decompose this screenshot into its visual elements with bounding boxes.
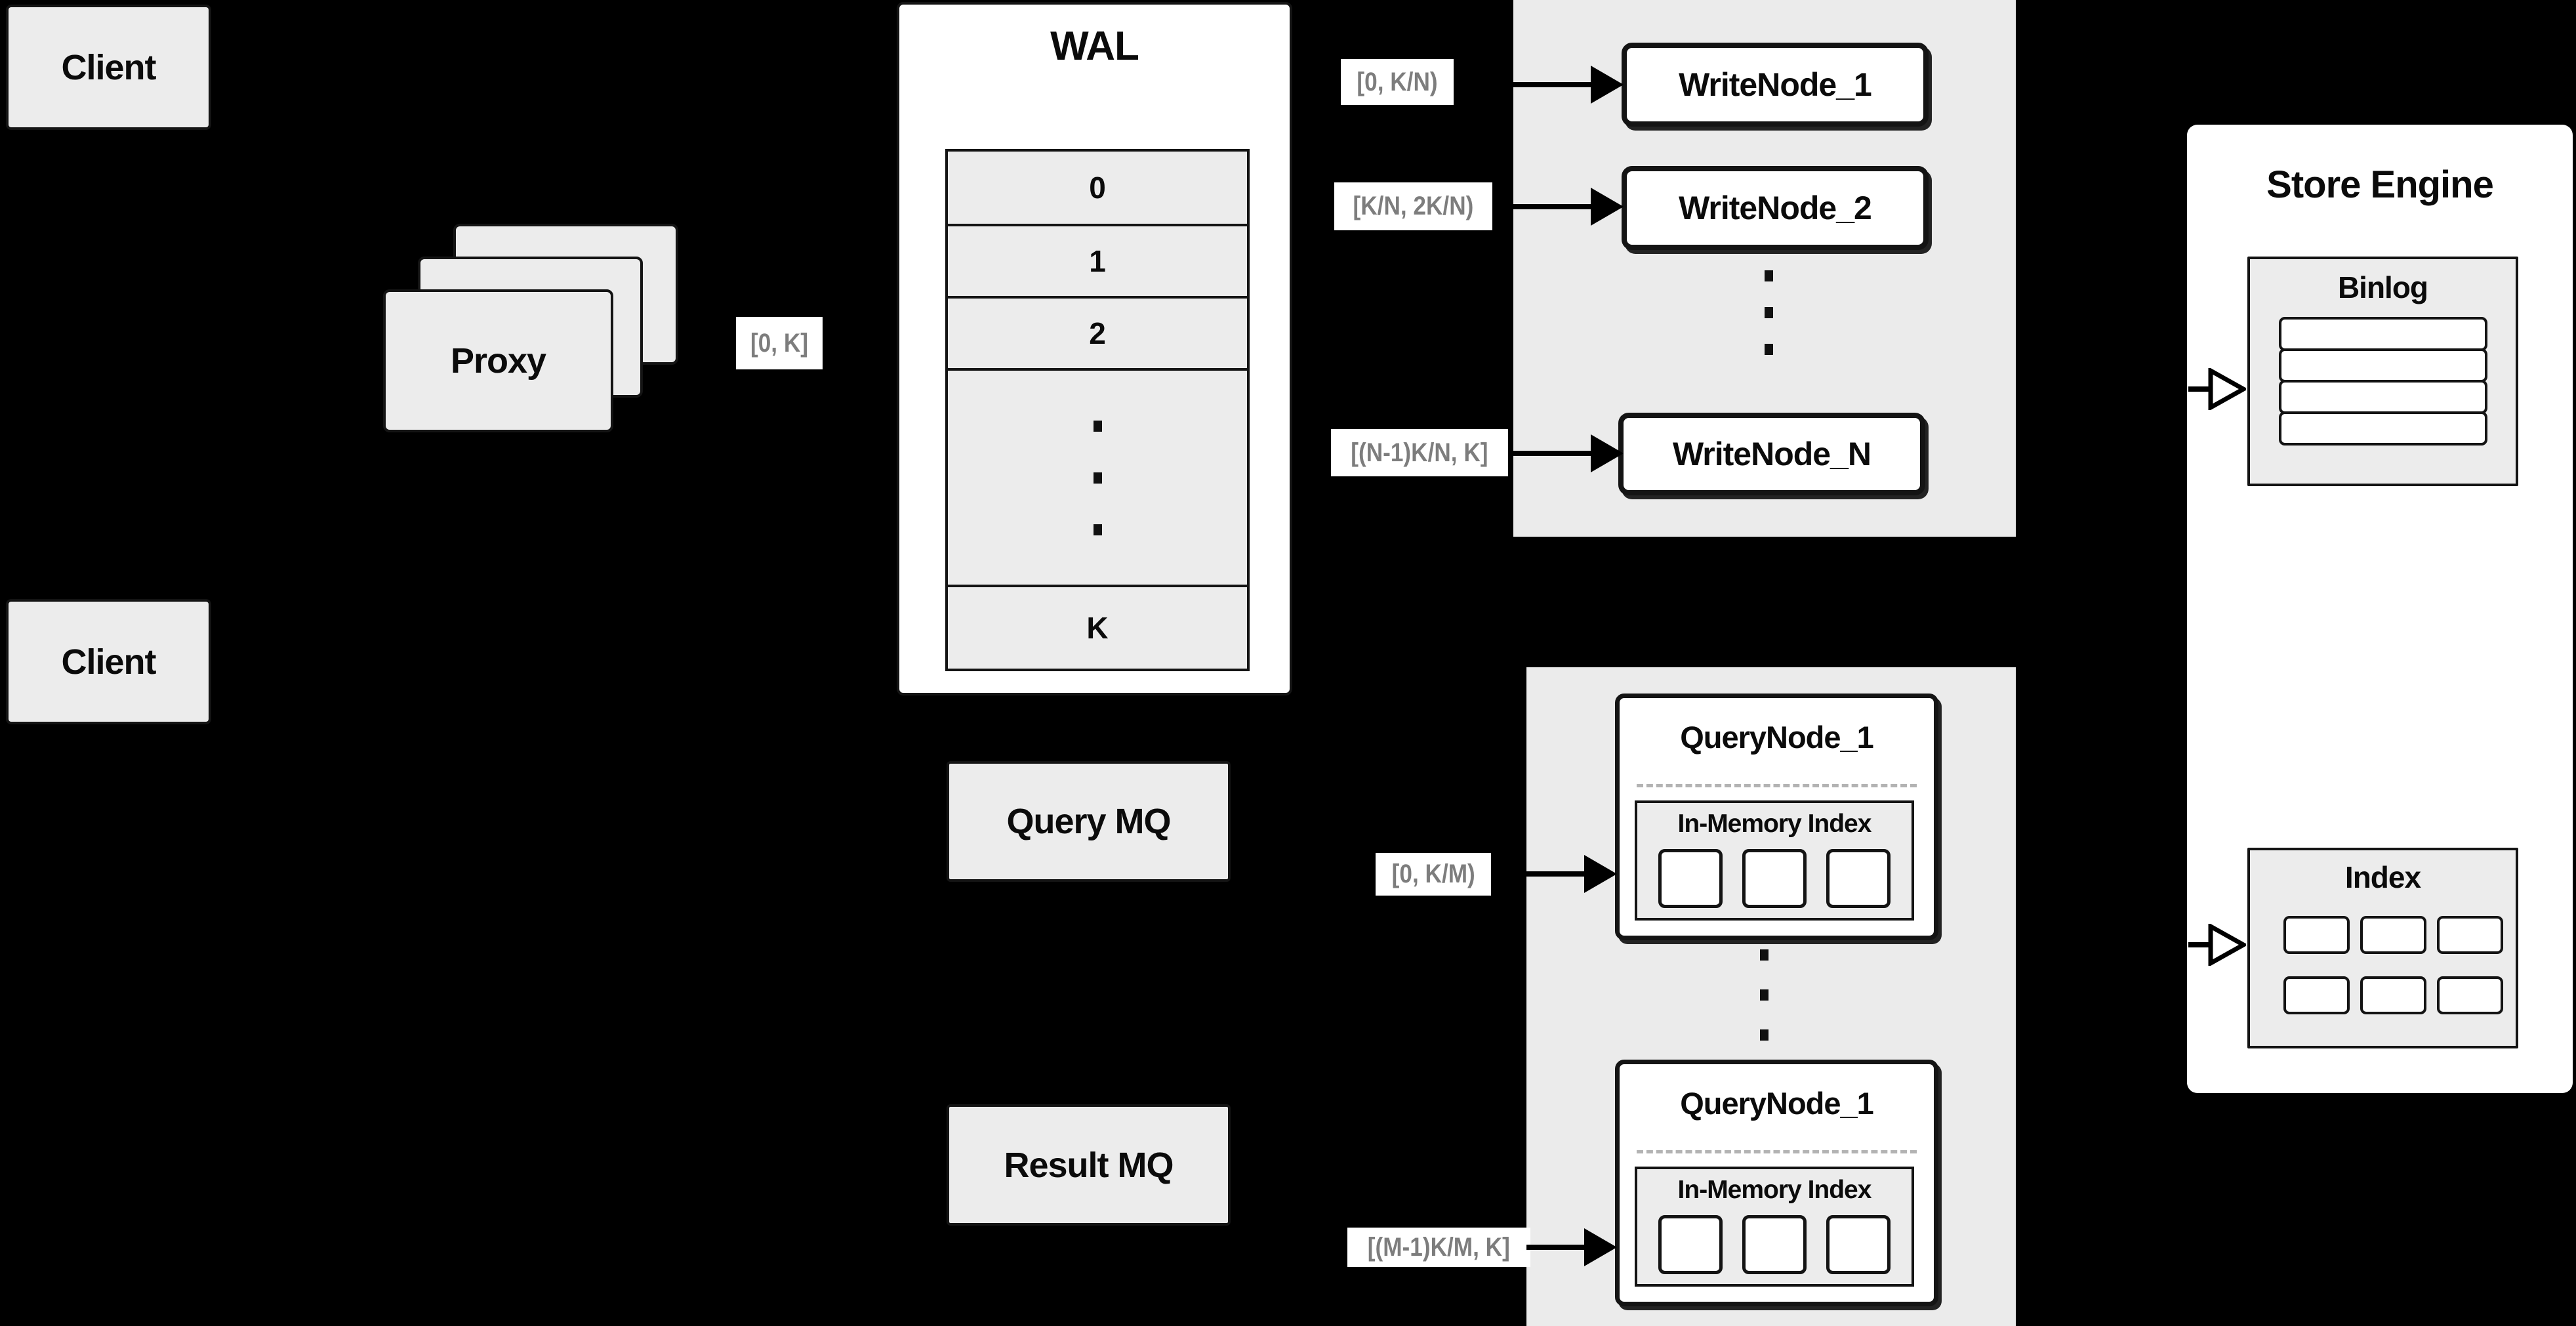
query-node-top-divider <box>1637 784 1917 787</box>
wal-table: 0 1 2 K <box>945 149 1250 671</box>
wal-row-1: 1 <box>948 224 1247 296</box>
query-arrow-top-line <box>1526 871 1585 877</box>
in-memory-index-box-bottom: In-Memory Index <box>1635 1167 1914 1287</box>
index-cell <box>2283 976 2350 1014</box>
index-cell <box>2360 976 2426 1014</box>
store-arrow-index-head <box>2208 924 2246 966</box>
write-arrow-n-line <box>1513 451 1592 456</box>
range-label-proxy-wal: [0, K] <box>736 317 823 369</box>
wal-row-0: 0 <box>948 152 1247 224</box>
write-arrow-1-line <box>1513 82 1592 87</box>
write-arrow-2-line <box>1513 204 1592 209</box>
in-memory-index-top-title: In-Memory Index <box>1677 810 1872 838</box>
client-box-top: Client <box>6 5 211 130</box>
index-chip <box>1826 1215 1891 1274</box>
query-mq-box: Query MQ <box>947 761 1231 882</box>
write-panel-ellipsis-dots <box>1765 270 1773 355</box>
index-box: Index <box>2247 848 2518 1048</box>
proxy-label: Proxy <box>450 341 546 381</box>
index-cell <box>2283 916 2350 954</box>
index-title: Index <box>2344 860 2421 894</box>
query-range-label-top: [0, K/M) <box>1376 853 1492 896</box>
in-memory-index-box-top: In-Memory Index <box>1635 800 1914 921</box>
in-memory-index-bottom-chips <box>1658 1215 1891 1274</box>
proxy-card-front: Proxy <box>383 289 613 432</box>
write-node-1: WriteNode_1 <box>1622 43 1929 127</box>
query-node-bottom-divider <box>1637 1150 1917 1153</box>
wal-row-k: K <box>948 585 1247 669</box>
write-arrow-1-head <box>1591 66 1624 104</box>
in-memory-index-top-chips <box>1658 849 1891 908</box>
index-cell <box>2437 916 2503 954</box>
binlog-row <box>2278 380 2487 414</box>
index-cell <box>2360 916 2426 954</box>
store-arrow-binlog-line <box>2188 386 2216 392</box>
index-chip <box>1658 849 1723 908</box>
wal-row-ellipsis <box>948 368 1247 585</box>
binlog-row <box>2278 348 2487 383</box>
in-memory-index-bottom-title: In-Memory Index <box>1677 1176 1872 1204</box>
write-range-label-1: [0, K/N) <box>1341 59 1454 105</box>
query-arrow-bottom-line <box>1526 1245 1585 1250</box>
write-range-label-n: [(N-1)K/N, K] <box>1331 429 1508 476</box>
wal-ellipsis-dots <box>1093 420 1102 535</box>
query-range-label-bottom: [(M-1)K/M, K] <box>1347 1228 1530 1267</box>
store-arrow-binlog-head <box>2208 368 2246 410</box>
binlog-row <box>2278 317 2487 351</box>
index-chip <box>1658 1215 1723 1274</box>
query-arrow-bottom-head <box>1584 1228 1617 1266</box>
write-arrow-n-head <box>1591 434 1624 472</box>
index-chip <box>1742 849 1807 908</box>
client-box-bottom: Client <box>6 599 211 724</box>
write-node-2-label: WriteNode_2 <box>1679 190 1872 226</box>
binlog-title: Binlog <box>2337 270 2428 304</box>
query-node-bottom-title: QueryNode_1 <box>1680 1086 1874 1121</box>
wal-box: WAL 0 1 2 K <box>897 2 1292 695</box>
write-node-1-label: WriteNode_1 <box>1679 66 1872 103</box>
client-bottom-label: Client <box>61 642 156 682</box>
index-chip <box>1742 1215 1807 1274</box>
store-engine-title: Store Engine <box>2266 163 2494 206</box>
result-mq-box: Result MQ <box>947 1104 1231 1226</box>
binlog-box: Binlog <box>2247 257 2518 486</box>
query-node-top-title: QueryNode_1 <box>1680 720 1874 755</box>
store-engine-box: Store Engine Binlog Index <box>2187 125 2573 1093</box>
write-range-label-2: [K/N, 2K/N) <box>1334 182 1492 230</box>
write-node-n: WriteNode_N <box>1618 413 1925 495</box>
index-chip <box>1826 849 1891 908</box>
client-top-label: Client <box>61 47 156 87</box>
query-node-bottom: QueryNode_1 In-Memory Index <box>1615 1060 1938 1306</box>
write-node-n-label: WriteNode_N <box>1672 436 1871 472</box>
write-arrow-2-head <box>1591 188 1624 226</box>
wal-title: WAL <box>1050 24 1139 69</box>
query-arrow-top-head <box>1584 855 1617 893</box>
query-node-top: QueryNode_1 In-Memory Index <box>1615 694 1938 940</box>
binlog-row <box>2278 411 2487 445</box>
result-mq-label: Result MQ <box>1004 1145 1174 1185</box>
store-arrow-index-line <box>2188 942 2216 947</box>
query-mq-label: Query MQ <box>1006 802 1171 841</box>
index-cell <box>2437 976 2503 1014</box>
binlog-rows <box>2278 317 2487 445</box>
wal-row-2: 2 <box>948 296 1247 368</box>
write-node-2: WriteNode_2 <box>1622 166 1929 250</box>
query-panel-ellipsis-dots <box>1760 949 1768 1041</box>
